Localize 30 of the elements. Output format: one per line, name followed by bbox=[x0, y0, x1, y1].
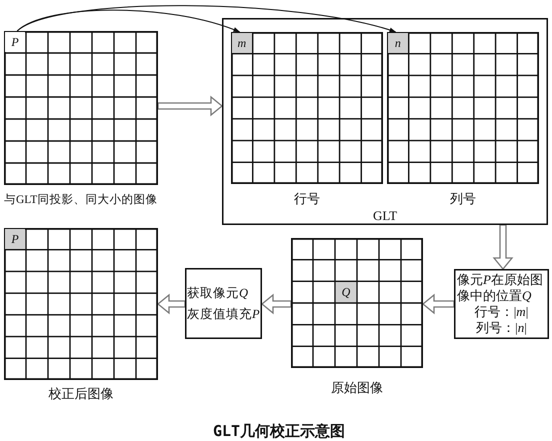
glt-panel bbox=[222, 18, 548, 225]
pixel-grid bbox=[4, 31, 158, 207]
process-box bbox=[454, 269, 549, 339]
pixel-cell: P bbox=[5, 229, 25, 249]
pixel-grid bbox=[291, 238, 423, 395]
pixel-grid bbox=[231, 32, 383, 206]
curved-arrow bbox=[16, 5, 396, 33]
grid-caption: 与GLT同投影、同大小的图像 bbox=[4, 193, 158, 207]
pixel-cell: n bbox=[388, 33, 408, 53]
panel-label: GLT bbox=[372, 208, 398, 223]
process-box bbox=[185, 268, 262, 339]
box-text: 行号：|m| bbox=[474, 304, 530, 320]
grid-caption: 校正后图像 bbox=[48, 386, 114, 401]
pixel-cell: Q bbox=[336, 282, 356, 302]
hollow-arrow bbox=[156, 294, 186, 314]
pixel-grid bbox=[4, 228, 158, 401]
hollow-arrow bbox=[260, 294, 292, 314]
hollow-arrow bbox=[492, 224, 514, 270]
hollow-arrow bbox=[157, 96, 224, 116]
grid-caption: 原始图像 bbox=[331, 380, 383, 395]
pixel-cell: P bbox=[5, 32, 25, 52]
grid-caption: 行号 bbox=[294, 191, 320, 206]
curved-arrow bbox=[16, 10, 240, 32]
grid-caption: 列号 bbox=[450, 191, 476, 206]
hollow-arrow bbox=[422, 294, 455, 314]
pixel-grid bbox=[387, 32, 539, 206]
figure-caption: GLT几何校正示意图 bbox=[213, 423, 346, 440]
box-text: 列号：|n| bbox=[475, 320, 528, 336]
pixel-cell: m bbox=[232, 33, 252, 53]
box-text: 获取像元Q灰度值填充P bbox=[187, 284, 260, 322]
